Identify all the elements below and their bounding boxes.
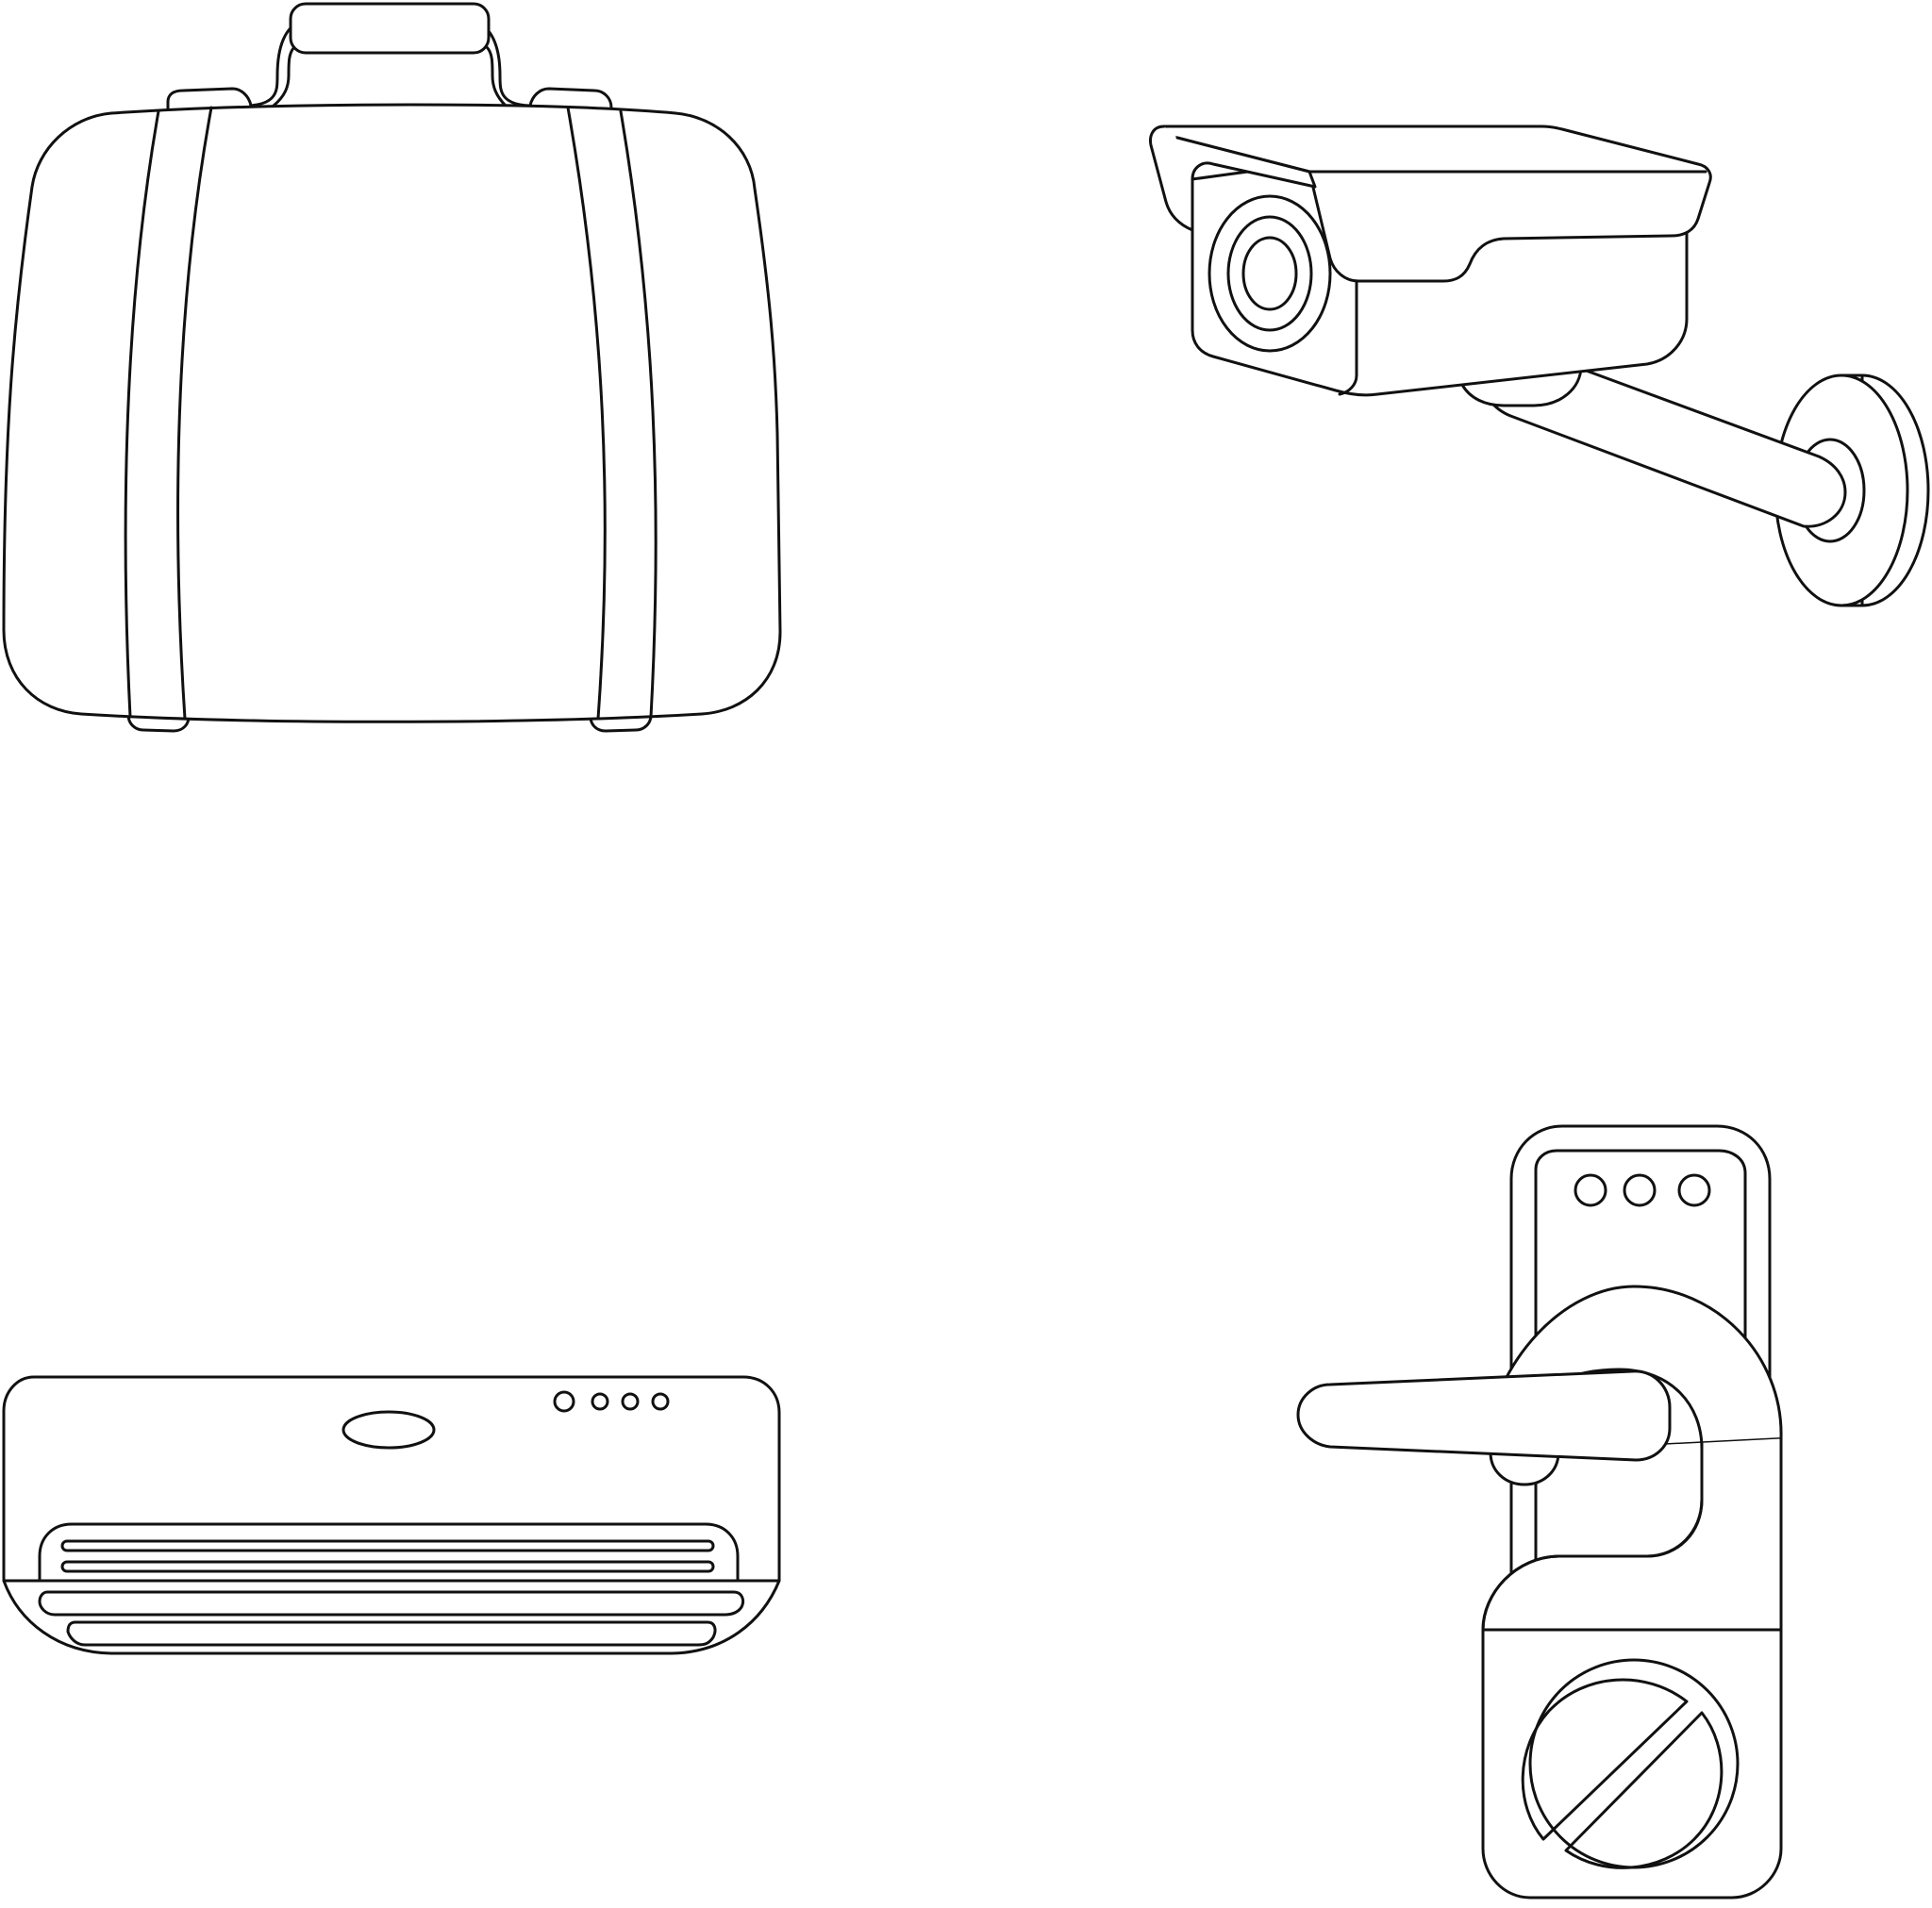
security-camera-icon [1149,124,1930,607]
suitcase-icon [2,2,782,733]
camera-lens-middle [1226,215,1313,332]
door-plate-button [1623,1173,1657,1207]
ac-display-window [341,1410,436,1450]
ac-indicator-light [553,1390,575,1413]
suitcase-body [2,103,782,723]
ac-indicator-light [621,1392,640,1411]
suitcase-handle-inner [272,45,508,108]
door-plate-button [1574,1173,1607,1207]
door-lever-handle [1296,1369,1672,1462]
air-conditioner-icon [2,1375,781,1655]
door-lever-rosette [1489,1451,1560,1486]
ac-indicator-light [651,1392,670,1411]
suitcase-clip-right [528,87,613,109]
ac-grille-panel [38,1522,740,1583]
ac-indicator-light [591,1392,609,1411]
suitcase-strap-left [124,106,213,721]
ac-grille-slat [60,1539,715,1552]
no-entry-sign-half [1521,1678,1689,1841]
no-entry-sign-half [1564,1711,1724,1869]
camera-lens-inner [1241,236,1298,311]
ac-louvre [66,1620,717,1647]
suitcase-strap-right [566,106,658,721]
door-plate-button [1677,1173,1711,1207]
camera-body-seam [1338,279,1358,396]
no-entry-sign-outer [1528,1658,1740,1869]
door-plate-inner [1534,1149,1747,1869]
suitcase-handle-grip [289,2,491,55]
ac-grille-slat [60,1560,715,1573]
do-not-disturb-door-hanger-icon [1296,1124,1783,1900]
suitcase-clip-left [166,87,253,111]
ac-louvre [38,1590,745,1617]
ac-unit-body [2,1375,781,1655]
camera-hood-side [1149,124,1317,232]
